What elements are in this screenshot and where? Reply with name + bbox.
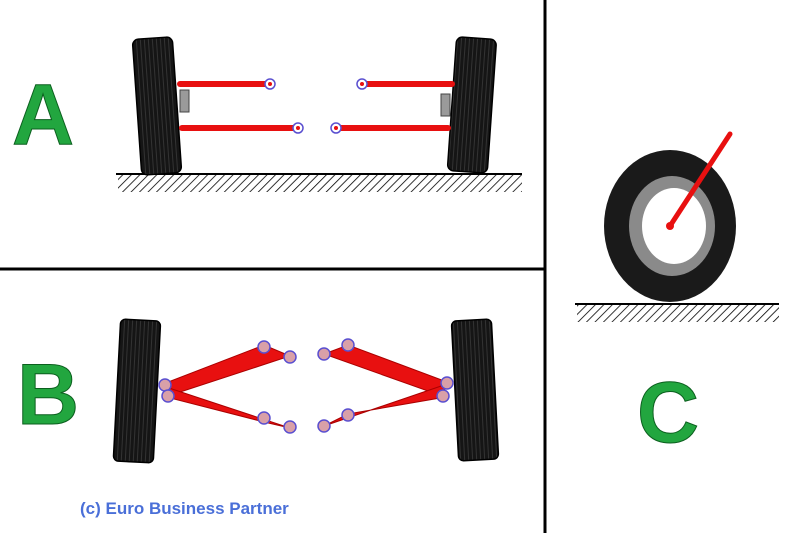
panel-b-right-wheel bbox=[450, 318, 500, 462]
panel-c-label: C bbox=[636, 365, 700, 461]
panel-a-right-knuckle bbox=[440, 93, 451, 117]
panel-c-diagram bbox=[575, 131, 779, 322]
panel-a-pivot-joints bbox=[264, 78, 368, 134]
panel-a-ground bbox=[118, 174, 522, 192]
panel-a-diagram bbox=[116, 36, 522, 192]
panel-b-label: B bbox=[16, 347, 80, 443]
panel-b-left-lower-wishbone bbox=[161, 385, 291, 429]
panel-b-right-lower-wishbone bbox=[323, 383, 448, 427]
panel-a-right-wheel bbox=[446, 36, 497, 174]
panel-c-center-point bbox=[666, 222, 674, 230]
panel-c-ground bbox=[577, 305, 779, 322]
panel-b-pivot-joints bbox=[158, 338, 454, 434]
panel-b-diagram bbox=[112, 318, 500, 464]
panel-a-left-wheel bbox=[131, 36, 183, 176]
panel-b-right-upper-wishbone bbox=[322, 344, 448, 397]
panel-a-left-knuckle bbox=[179, 89, 190, 113]
copyright-notice: (c) Euro Business Partner bbox=[80, 499, 289, 518]
panel-b-left-upper-wishbone bbox=[162, 344, 292, 397]
panel-b-left-wheel bbox=[112, 318, 162, 464]
panel-a-label: A bbox=[11, 67, 75, 163]
panel-c-camber-line bbox=[667, 131, 733, 229]
